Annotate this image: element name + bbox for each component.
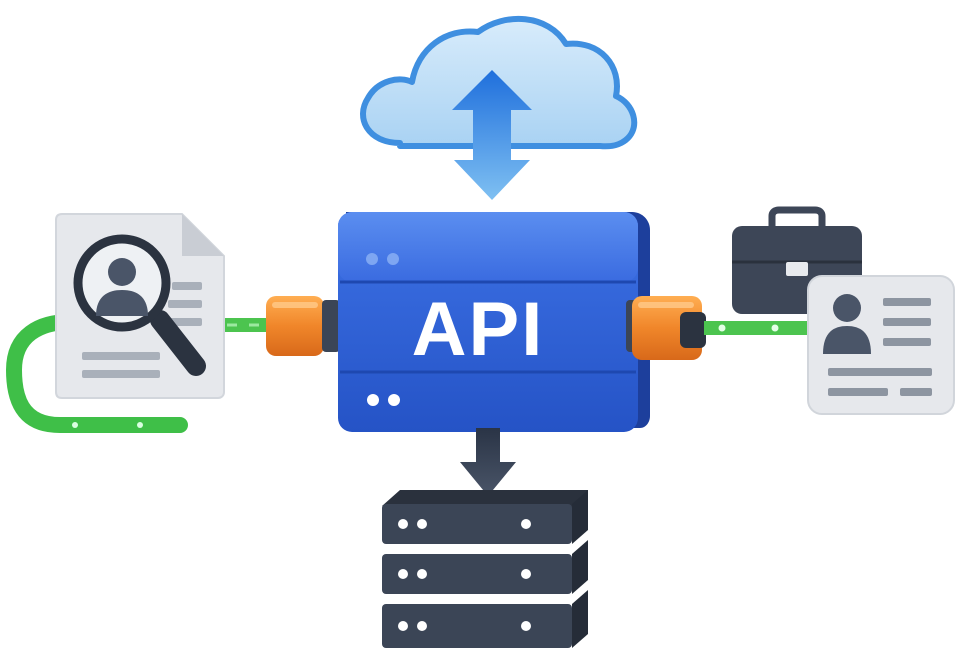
server-unit-1 — [382, 490, 588, 544]
right-cable — [704, 321, 812, 335]
right-cable-connector-icon — [626, 296, 706, 360]
bidirectional-arrow-icon — [452, 70, 532, 200]
server-unit-2 — [382, 540, 588, 594]
user-avatar-icon — [96, 258, 148, 316]
server-unit-3 — [382, 590, 588, 648]
api-gateway-box: API — [338, 212, 650, 432]
down-arrow-icon — [460, 428, 516, 496]
left-cable-connector-icon — [266, 296, 340, 356]
document-search-icon — [55, 213, 225, 399]
api-label: API — [412, 287, 545, 372]
magnifier-icon — [73, 234, 206, 376]
server-stack-icon — [382, 490, 588, 648]
id-card-icon — [807, 275, 955, 415]
id-card-avatar-icon — [823, 294, 871, 354]
